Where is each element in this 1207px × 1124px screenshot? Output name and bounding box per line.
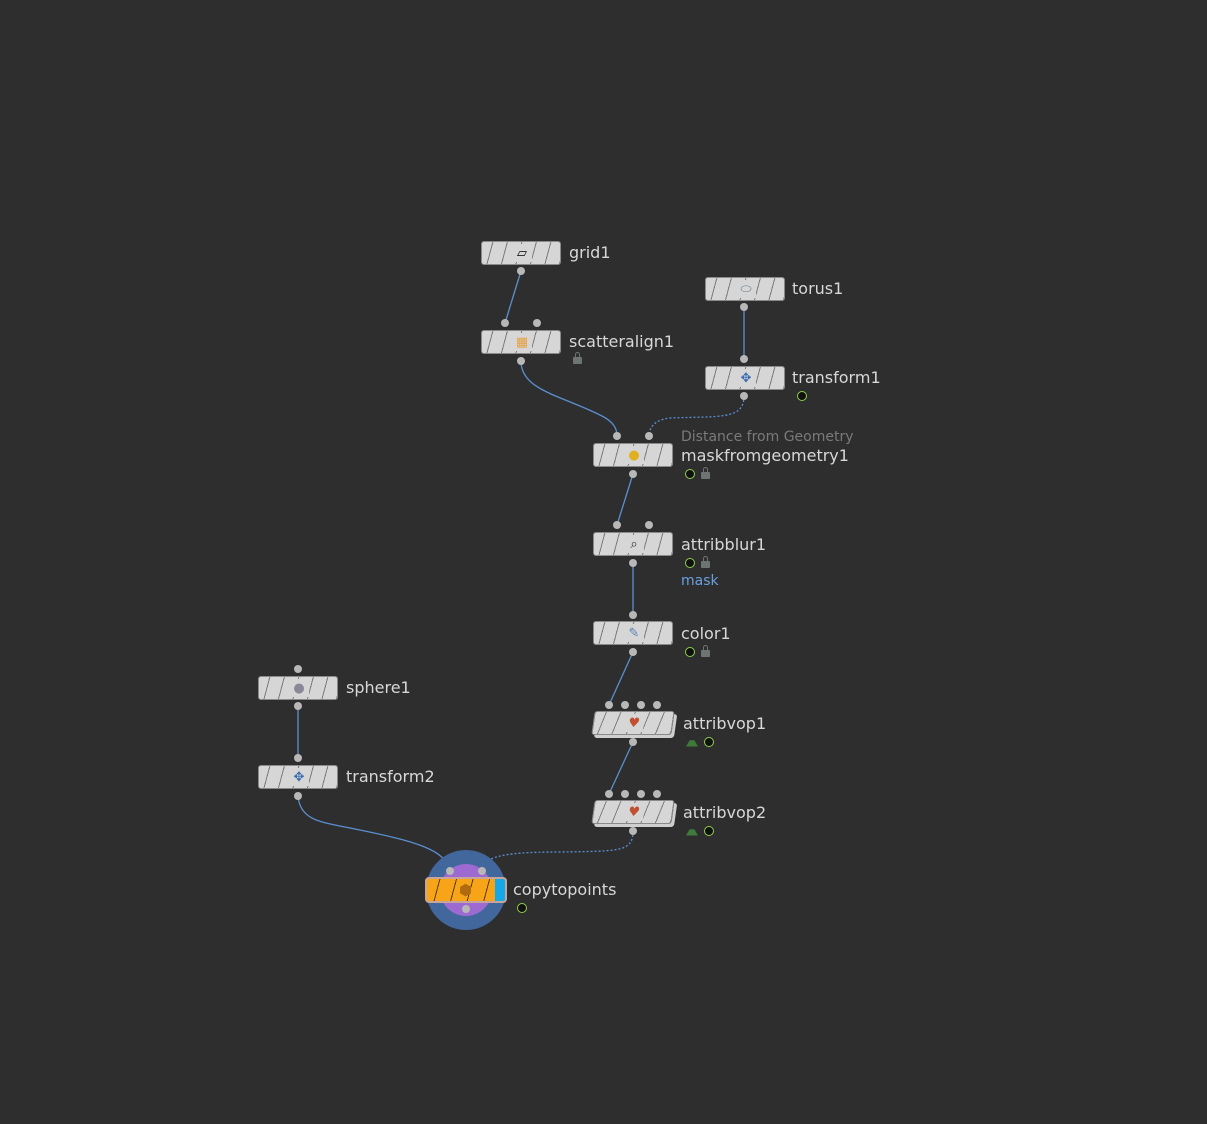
torus-icon: ⬭ (736, 280, 756, 298)
node-copytopoints[interactable]: ⬢ (425, 877, 507, 903)
node-label: transform1 (792, 368, 881, 387)
lock-icon[interactable] (701, 556, 710, 568)
mask-icon: ● (624, 446, 644, 464)
time-dependent-icon (685, 647, 695, 657)
node-label: sphere1 (346, 678, 411, 697)
node-label: maskfromgeometry1 (681, 446, 849, 465)
wire-vop2-copy (481, 830, 634, 872)
node-label: copytopoints (513, 880, 617, 899)
attribute-label: mask (681, 573, 719, 589)
wire-transform2-copy (297, 795, 451, 872)
node-grid1[interactable]: ▱ (481, 241, 561, 265)
wire-vop1-vop2 (608, 741, 634, 795)
node-label: transform2 (346, 767, 435, 786)
scatter-icon: ▦ (512, 333, 532, 351)
time-dependent-icon (685, 469, 695, 479)
wire-grid-scatter (504, 270, 522, 324)
node-description: Distance from Geometry (681, 429, 854, 445)
node-label: color1 (681, 624, 731, 643)
copy-icon: ⬢ (459, 881, 473, 899)
wire-mask-blur (616, 473, 634, 526)
node-scatteralign1[interactable]: ▦ (481, 330, 561, 354)
node-label: attribblur1 (681, 535, 767, 554)
node-label: torus1 (792, 279, 844, 298)
display-flag[interactable] (495, 879, 505, 901)
node-color1[interactable]: ✎ (593, 621, 673, 645)
blur-icon: ⌕ (624, 535, 644, 553)
time-dependent-icon (685, 558, 695, 568)
wire-transform1-mask (648, 395, 745, 437)
time-dependent-icon (704, 737, 714, 747)
transform-icon: ✥ (736, 369, 756, 387)
lock-icon[interactable] (701, 645, 710, 657)
node-sphere1[interactable]: ● (258, 676, 338, 700)
time-dependent-icon (517, 903, 527, 913)
time-dependent-icon (797, 391, 807, 401)
node-label: attribvop2 (683, 803, 767, 822)
download-icon (686, 740, 698, 747)
node-torus1[interactable]: ⬭ (705, 277, 785, 301)
vop-icon: ♥ (622, 714, 646, 732)
node-attribvop2[interactable]: ♥ (591, 800, 675, 824)
lock-icon[interactable] (701, 467, 710, 479)
download-icon (686, 829, 698, 836)
node-label: attribvop1 (683, 714, 767, 733)
wire-color-vop1 (608, 651, 634, 706)
node-attribvop1[interactable]: ♥ (591, 711, 675, 735)
color-icon: ✎ (624, 624, 644, 642)
node-attribblur1[interactable]: ⌕ (593, 532, 673, 556)
lock-icon[interactable] (573, 352, 582, 364)
wire-scatter-mask (520, 360, 618, 437)
transform-icon: ✥ (289, 768, 309, 786)
node-transform1[interactable]: ✥ (705, 366, 785, 390)
sphere-icon: ● (289, 679, 309, 697)
node-label: scatteralign1 (569, 332, 675, 351)
node-maskfromgeometry1[interactable]: ● (593, 443, 673, 467)
node-transform2[interactable]: ✥ (258, 765, 338, 789)
vop-icon: ♥ (622, 803, 646, 821)
grid-icon: ▱ (512, 244, 532, 262)
node-label: grid1 (569, 243, 611, 262)
time-dependent-icon (704, 826, 714, 836)
